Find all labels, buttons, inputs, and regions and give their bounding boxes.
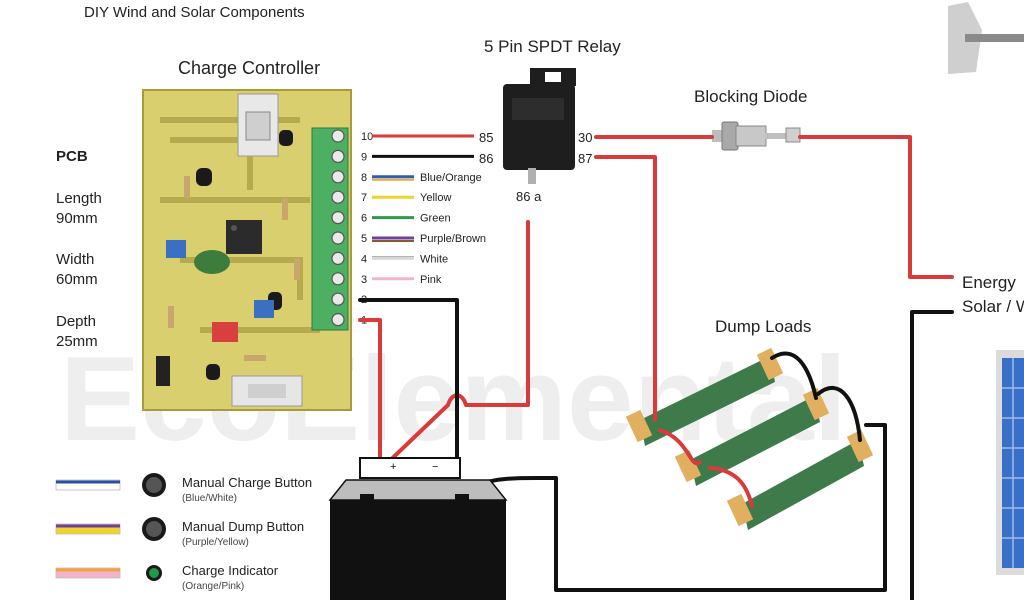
relay-pin-86: 86 xyxy=(479,151,493,166)
legend-sub-2: (Orange/Pink) xyxy=(182,581,244,592)
page-title: DIY Wind and Solar Components xyxy=(84,4,305,21)
legend-sub-1: (Purple/Yellow) xyxy=(182,537,249,548)
terminal-number-9: 9 xyxy=(361,151,367,163)
terminal-screw-10 xyxy=(331,129,345,143)
battery-plus: + xyxy=(380,496,387,510)
terminal-number-3: 3 xyxy=(361,274,367,286)
solar-panel-icon xyxy=(996,350,1024,575)
pcb-width-value: 60mm xyxy=(56,271,98,288)
dump-load-resistor-1 xyxy=(625,347,784,446)
wind-turbine-icon xyxy=(948,2,1024,74)
legend-label-1: Manual Dump Button xyxy=(182,519,304,534)
energy-line2: Solar / W xyxy=(962,297,1024,316)
wire-label-4: White xyxy=(420,253,448,265)
legend: Manual Charge Button (Blue/White) Manual D… xyxy=(55,473,312,592)
battery-minus-top: − xyxy=(432,461,438,473)
terminal-screw-6 xyxy=(331,211,345,225)
pcb-length-value: 90mm xyxy=(56,210,98,227)
terminal-number-5: 5 xyxy=(361,233,367,245)
controller-wires: 10 9 8 Blue/Orange 7 Yellow 6 Green 5 Purple/Brow… xyxy=(361,131,486,327)
battery-plus-top: + xyxy=(390,461,396,473)
legend-indicator-2 xyxy=(149,568,159,578)
legend-label-2: Charge Indicator xyxy=(182,563,279,578)
legend-swatch-0 xyxy=(55,479,121,491)
terminal-number-4: 4 xyxy=(361,253,367,265)
diode-title: Blocking Diode xyxy=(694,87,807,106)
terminal-number-6: 6 xyxy=(361,213,367,225)
dump-loads-title: Dump Loads xyxy=(715,317,811,336)
terminal-screw-2 xyxy=(331,292,345,306)
wire-label-6: Green xyxy=(420,213,451,225)
terminal-number-7: 7 xyxy=(361,192,367,204)
relay-pin-85: 85 xyxy=(479,130,493,145)
battery xyxy=(328,457,508,600)
terminal-screw-3 xyxy=(331,272,345,286)
controller-title: Charge Controller xyxy=(178,58,320,78)
pcb-heading: PCB xyxy=(56,148,88,165)
terminal-screw-8 xyxy=(331,170,345,184)
legend-label-0: Manual Charge Button xyxy=(182,475,312,490)
relay-pin-86a: 86 a xyxy=(516,189,542,204)
terminal-screw-1 xyxy=(331,313,345,327)
terminal-block xyxy=(331,129,345,327)
wire-label-3: Pink xyxy=(420,274,442,286)
terminal-number-8: 8 xyxy=(361,172,367,184)
wire-label-8: Blue/Orange xyxy=(420,172,482,184)
relay-pin-87: 87 xyxy=(578,151,592,166)
terminal-screw-4 xyxy=(331,251,345,265)
terminal-screw-9 xyxy=(331,149,345,163)
blocking-diode xyxy=(712,121,801,151)
wire-label-7: Yellow xyxy=(420,192,451,204)
relay-title: 5 Pin SPDT Relay xyxy=(484,37,621,56)
legend-swatch-2 xyxy=(55,567,121,579)
legend-sub-0: (Blue/White) xyxy=(182,493,237,504)
pcb-depth-value: 25mm xyxy=(56,333,98,350)
terminal-screw-7 xyxy=(331,190,345,204)
charge-controller-pcb xyxy=(142,89,352,411)
dump-load-resistor-2 xyxy=(674,387,830,486)
terminal-screw-5 xyxy=(331,231,345,245)
legend-button-1 xyxy=(146,521,162,537)
relay-pin-30: 30 xyxy=(578,130,592,145)
pcb-width-label: Width xyxy=(56,251,94,268)
legend-button-0 xyxy=(146,477,162,493)
pcb-length-label: Length xyxy=(56,190,102,207)
wire-label-5: Purple/Brown xyxy=(420,233,486,245)
dump-load-resistor-3 xyxy=(726,429,874,530)
terminal-number-10: 10 xyxy=(361,131,373,143)
relay xyxy=(503,68,576,184)
energy-line1: Energy xyxy=(962,273,1016,292)
legend-swatch-1 xyxy=(55,523,121,535)
battery-minus: − xyxy=(440,496,447,510)
system-wires xyxy=(358,135,954,602)
pcb-depth-label: Depth xyxy=(56,313,96,330)
